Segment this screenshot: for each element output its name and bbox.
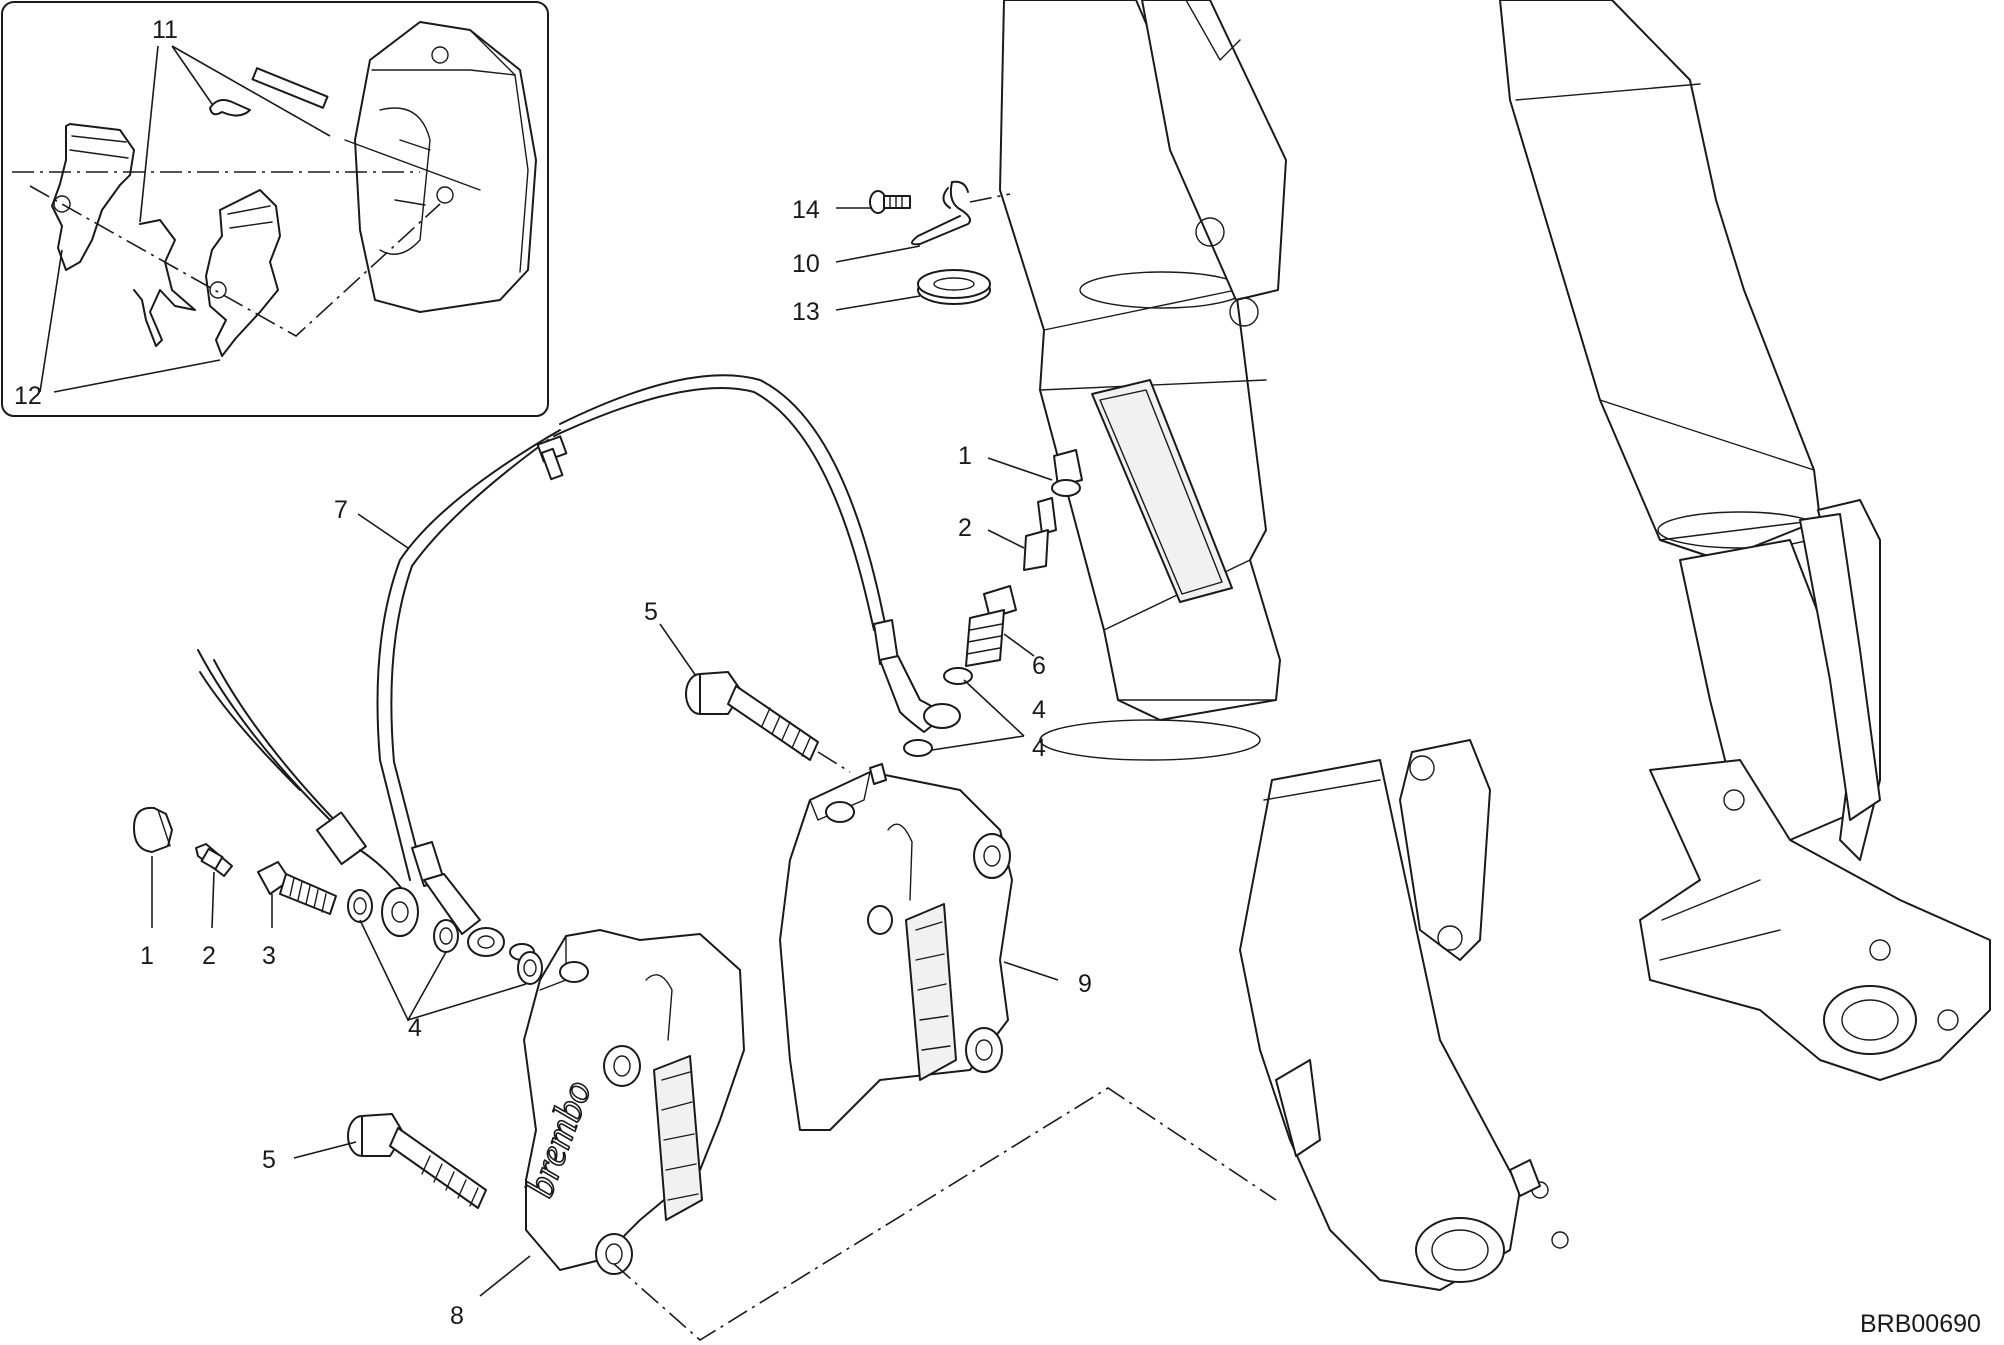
bleeder-cap [133, 806, 173, 853]
callout-10: 10 [792, 250, 820, 278]
callout-5a: 5 [644, 598, 658, 626]
reflector [1091, 379, 1233, 603]
caliper-left: brembo 8 [450, 929, 745, 1330]
callout-4b: 4 [1032, 696, 1046, 724]
banjo-bolt-left [257, 861, 337, 915]
bleeder-valve-right [1023, 497, 1057, 571]
callout-13: 13 [792, 298, 820, 326]
hose-clip-10 [911, 180, 971, 246]
callout-1a: 1 [140, 942, 154, 970]
grommet-13 [917, 269, 991, 305]
front-fork [999, 0, 1991, 1291]
callout-11: 11 [152, 16, 178, 44]
callout-2a: 2 [202, 942, 216, 970]
banjo-bolt-right [965, 585, 1017, 667]
callout-4a: 4 [408, 1014, 422, 1042]
caliper-bolt-upper: 5 [644, 598, 851, 773]
callout-12: 12 [14, 382, 42, 410]
bleeder-cap-right [1051, 449, 1083, 497]
callout-4c: 4 [1032, 734, 1046, 762]
pads-inset-panel: 11 12 [1, 1, 549, 417]
callout-6: 6 [1032, 652, 1046, 680]
hose-clamp-group: 14 10 13 [792, 180, 1011, 326]
drawing-code: BRB00690 [1860, 1310, 1981, 1338]
screw-14 [869, 190, 911, 214]
pad-pin [251, 67, 481, 191]
callout-2b: 2 [958, 514, 972, 542]
callout-3: 3 [262, 942, 276, 970]
anti-rattle-spring [133, 219, 196, 347]
inset-pad-right [205, 189, 281, 357]
callout-7: 7 [334, 496, 348, 524]
mounting-axis-line [613, 1087, 1277, 1341]
callout-14: 14 [792, 196, 820, 224]
inset-caliper [354, 21, 537, 313]
callout-9: 9 [1078, 970, 1092, 998]
left-bleed-group: 1 2 3 4 [133, 649, 543, 1042]
caliper-bolt-lower: 5 [262, 1113, 487, 1209]
callout-5b: 5 [262, 1146, 276, 1174]
bleeder-valve [195, 843, 233, 877]
r-clip [209, 99, 251, 117]
brake-hose [376, 374, 961, 961]
caliper-right: 9 [779, 763, 1092, 1131]
callout-1b: 1 [958, 442, 972, 470]
callout-8: 8 [450, 1302, 464, 1330]
inset-pad-left [51, 123, 135, 271]
right-bleed-group: 1 2 6 4 4 [903, 442, 1083, 762]
